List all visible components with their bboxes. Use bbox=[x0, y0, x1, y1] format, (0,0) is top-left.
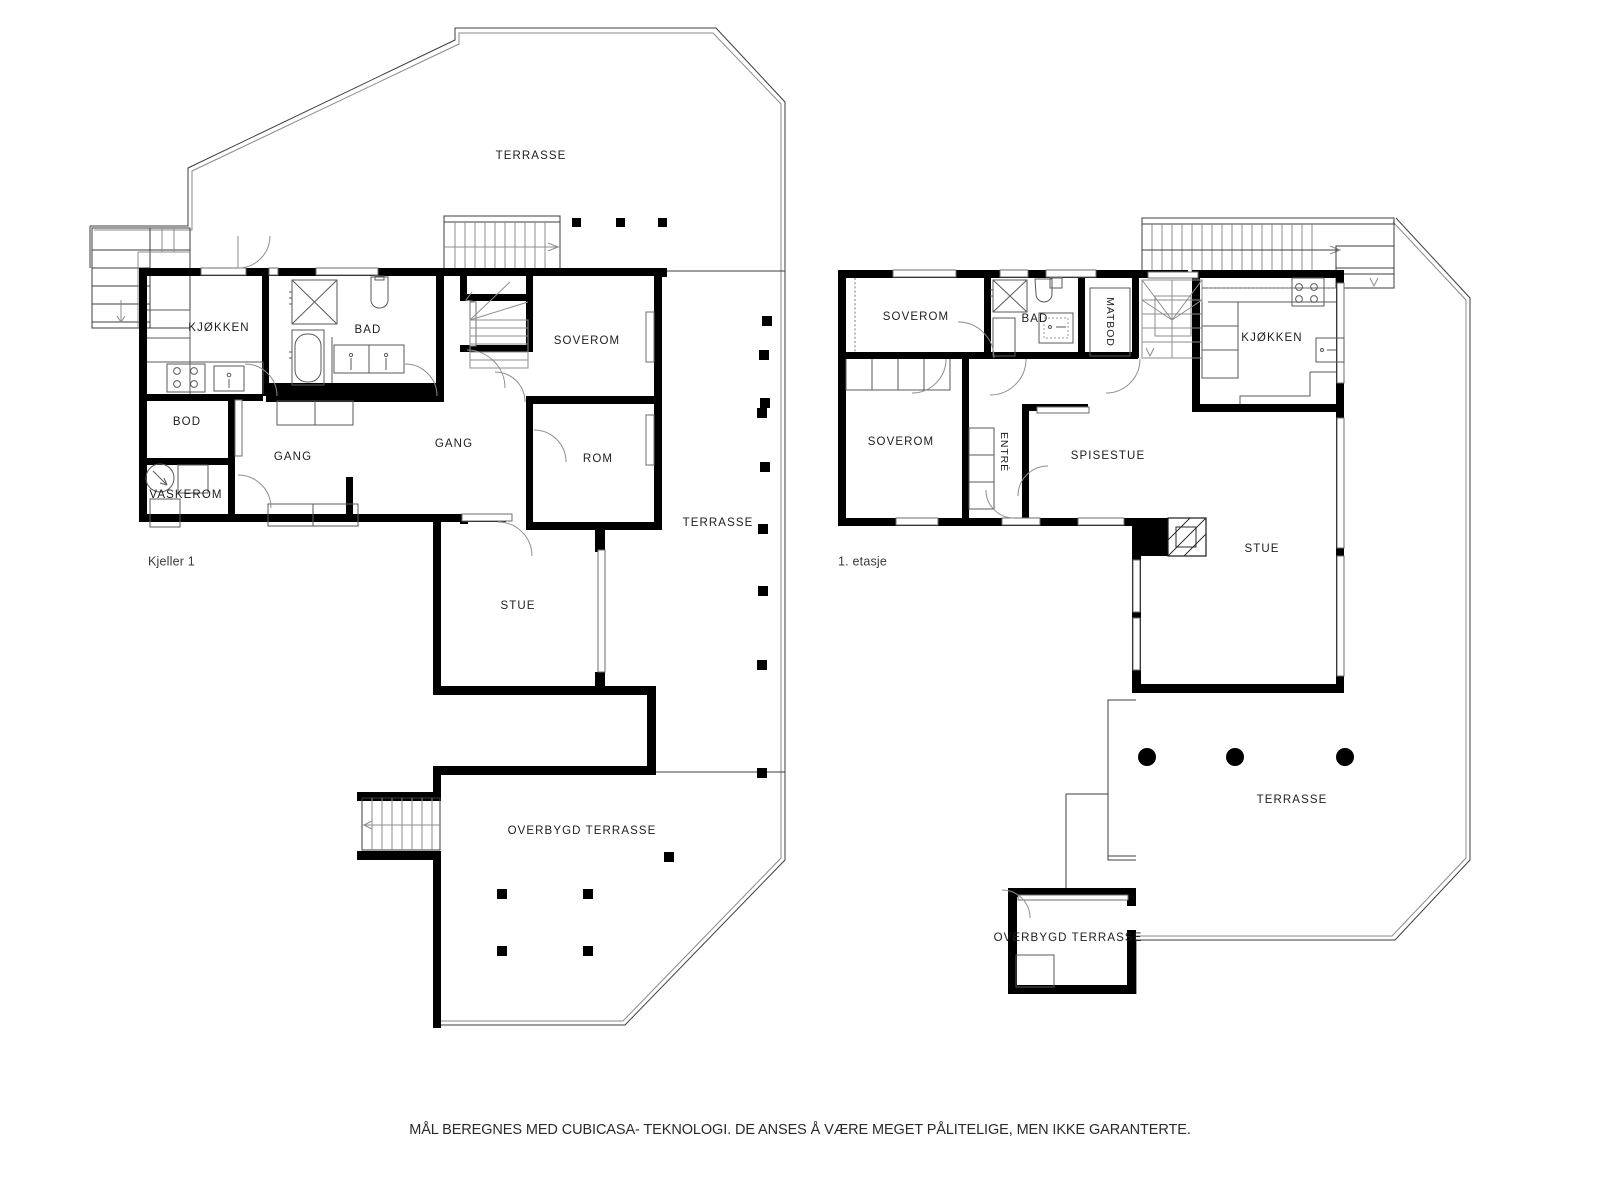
toilet-icon bbox=[1034, 278, 1053, 303]
room-label: BAD bbox=[355, 324, 382, 336]
firstfloor-doors bbox=[911, 321, 1141, 919]
room-label: TERRASSE bbox=[1257, 794, 1328, 806]
stove-icon bbox=[1291, 277, 1325, 307]
basement-overbygd-stair bbox=[361, 797, 441, 851]
plan-first-floor: SOVEROM BAD MATBOD KJØKKEN SOVEROM ENTRÉ… bbox=[838, 217, 1471, 994]
room-label: BOD bbox=[173, 416, 201, 428]
room-label: GANG bbox=[274, 451, 312, 463]
basement-room-labels: TERRASSE KJØKKEN BAD SOVEROM BOD GANG GA… bbox=[149, 150, 754, 837]
basement-laundry-fixtures bbox=[145, 463, 209, 528]
sink-icon bbox=[368, 344, 405, 374]
floor-label-first: 1. etasje bbox=[838, 554, 887, 568]
room-label: VASKEROM bbox=[149, 489, 222, 501]
sink-icon bbox=[213, 365, 245, 392]
basement-bathroom-fixtures bbox=[289, 275, 405, 386]
room-label: BAD bbox=[1022, 313, 1049, 325]
room-label: GANG bbox=[435, 438, 473, 450]
stove-icon bbox=[166, 363, 206, 393]
room-label: ROM bbox=[583, 453, 613, 465]
firstfloor-bathroom-fixtures bbox=[990, 277, 1074, 357]
firstfloor-bedroom-fixtures bbox=[845, 278, 995, 510]
shower-icon bbox=[291, 279, 338, 325]
basement-doors bbox=[237, 235, 567, 557]
room-label: STUE bbox=[1244, 543, 1279, 555]
room-label: SPISESTUE bbox=[1071, 450, 1145, 462]
room-label: ENTRÉ bbox=[998, 432, 1011, 472]
basement-terrace-stair-north bbox=[443, 215, 561, 273]
room-label: TERRASSE bbox=[683, 517, 754, 529]
room-label: MATBOD bbox=[1104, 297, 1116, 347]
toilet-icon bbox=[370, 276, 389, 309]
room-label: KJØKKEN bbox=[188, 322, 249, 334]
disclaimer-caption: MÅL BEREGNES MED CUBICASA- TEKNOLOGI. DE… bbox=[409, 1122, 1191, 1138]
firstfloor-interior-stair bbox=[1141, 271, 1203, 359]
firstfloor-chimney-hatch bbox=[1167, 517, 1207, 557]
firstfloor-windows bbox=[892, 269, 1345, 901]
basement-terrace-posts bbox=[497, 218, 772, 956]
firstfloor-terrace-outline bbox=[1065, 217, 1471, 994]
room-label: TERRASSE bbox=[496, 150, 567, 162]
firstfloor-pantry-fixtures bbox=[1089, 287, 1131, 357]
room-label: OVERBYGD TERRASSE bbox=[994, 932, 1143, 944]
basement-walls bbox=[139, 268, 662, 1028]
room-label: KJØKKEN bbox=[1241, 332, 1302, 344]
basement-terrace-outline bbox=[89, 27, 786, 1026]
firstfloor-terrace-posts bbox=[1138, 748, 1354, 766]
basement-hall-cabinets bbox=[267, 400, 359, 527]
plan-basement: TERRASSE KJØKKEN BAD SOVEROM BOD GANG GA… bbox=[89, 27, 786, 1028]
room-label: SOVEROM bbox=[554, 335, 621, 347]
room-label: OVERBYGD TERRASSE bbox=[508, 825, 657, 837]
floor-label-basement: Kjeller 1 bbox=[148, 554, 195, 568]
firstfloor-room-labels: SOVEROM BAD MATBOD KJØKKEN SOVEROM ENTRÉ… bbox=[868, 297, 1328, 944]
sink-icon bbox=[1315, 337, 1345, 363]
room-label: SOVEROM bbox=[883, 311, 950, 323]
room-label: STUE bbox=[500, 600, 535, 612]
room-label: SOVEROM bbox=[868, 436, 935, 448]
basement-kitchen-fixtures bbox=[147, 309, 264, 394]
terrace-cabinet bbox=[1015, 954, 1055, 988]
washer-icon bbox=[145, 463, 175, 493]
firstfloor-kitchen-fixtures bbox=[1201, 277, 1345, 404]
firstfloor-walls bbox=[838, 270, 1344, 994]
sink-icon bbox=[1038, 312, 1074, 344]
